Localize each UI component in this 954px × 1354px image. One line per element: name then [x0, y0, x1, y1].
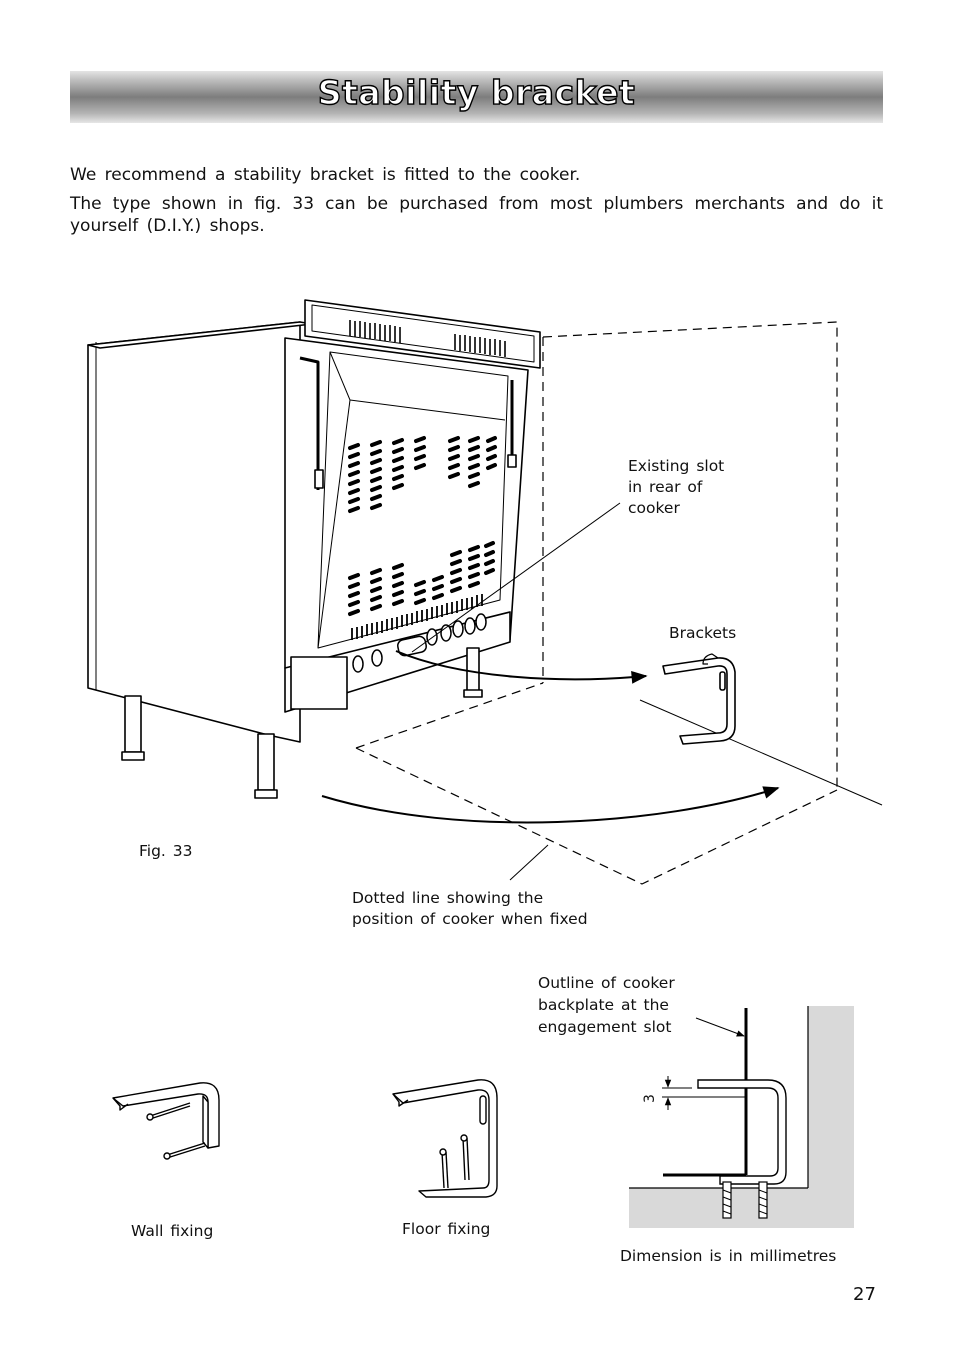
dimension-note: Dimension is in millimetres [620, 1247, 837, 1265]
wall-fixing-label: Wall fixing [131, 1222, 214, 1240]
page-number: 27 [853, 1284, 876, 1305]
brackets-label: Brackets [669, 624, 737, 642]
outline-label: Outline of cooker backplate at the engag… [538, 974, 675, 1036]
intro-paragraph-1: We recommend a stability bracket is fitt… [70, 165, 581, 185]
dotted-line-label: Dotted line showing the position of cook… [352, 889, 588, 928]
page-title: Stability bracket [317, 72, 636, 112]
cross-section-drawing [629, 1006, 854, 1228]
cooker-drawing [87, 299, 541, 799]
wall-fixing-drawing [112, 1082, 220, 1160]
title-bar: Stability bracket [70, 71, 883, 123]
dimension-value: 3 [642, 1094, 658, 1103]
floor-fixing-label: Floor fixing [402, 1220, 491, 1238]
figure-caption: Fig. 33 [139, 842, 193, 860]
existing-slot-label: Existing slot in rear of cooker [628, 457, 725, 517]
intro-paragraph-2: The type shown in fig. 33 can be purchas… [70, 194, 883, 236]
bracket-main [662, 653, 736, 745]
wall-outline [355, 321, 838, 885]
floor-fixing-drawing [392, 1079, 498, 1198]
